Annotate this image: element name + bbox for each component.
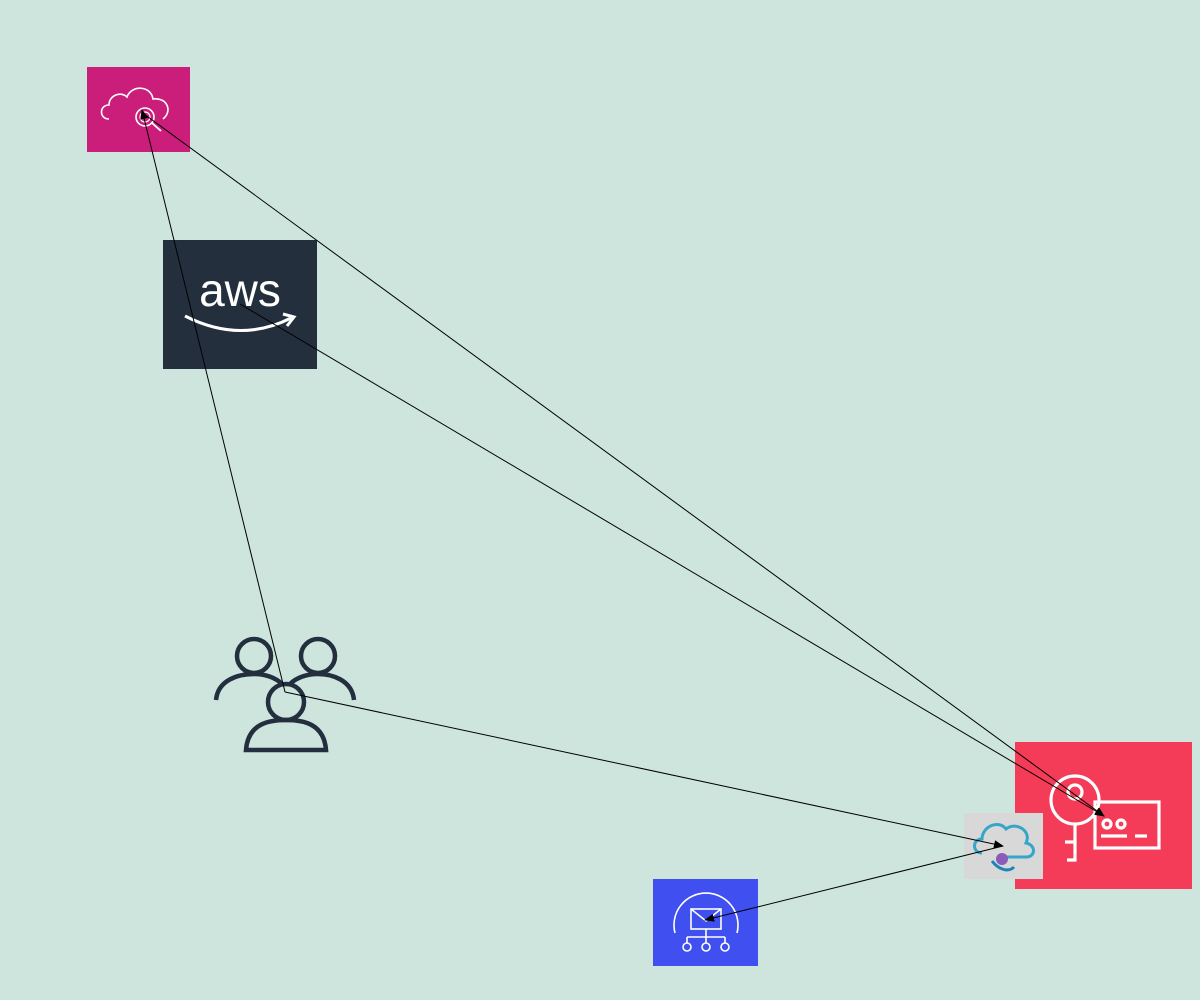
edge-users-to-cloud-search bbox=[140, 109, 286, 693]
edge-aws-to-key bbox=[239, 303, 1105, 817]
aws-logo-icon: aws bbox=[163, 240, 317, 369]
cloud-connect-node[interactable] bbox=[964, 813, 1043, 879]
users-group-icon bbox=[213, 636, 357, 753]
cloud-connect-icon bbox=[964, 813, 1043, 879]
aws-logo-node[interactable]: aws bbox=[163, 240, 317, 369]
cloud-search-icon bbox=[87, 67, 190, 152]
edge-users-to-cloud-connect bbox=[284, 691, 1004, 849]
cloud-search-node[interactable] bbox=[87, 67, 190, 152]
message-hub-icon bbox=[653, 879, 758, 966]
users-node[interactable] bbox=[210, 628, 360, 756]
aws-logo-text: aws bbox=[199, 264, 281, 316]
message-hub-node[interactable] bbox=[653, 879, 758, 966]
